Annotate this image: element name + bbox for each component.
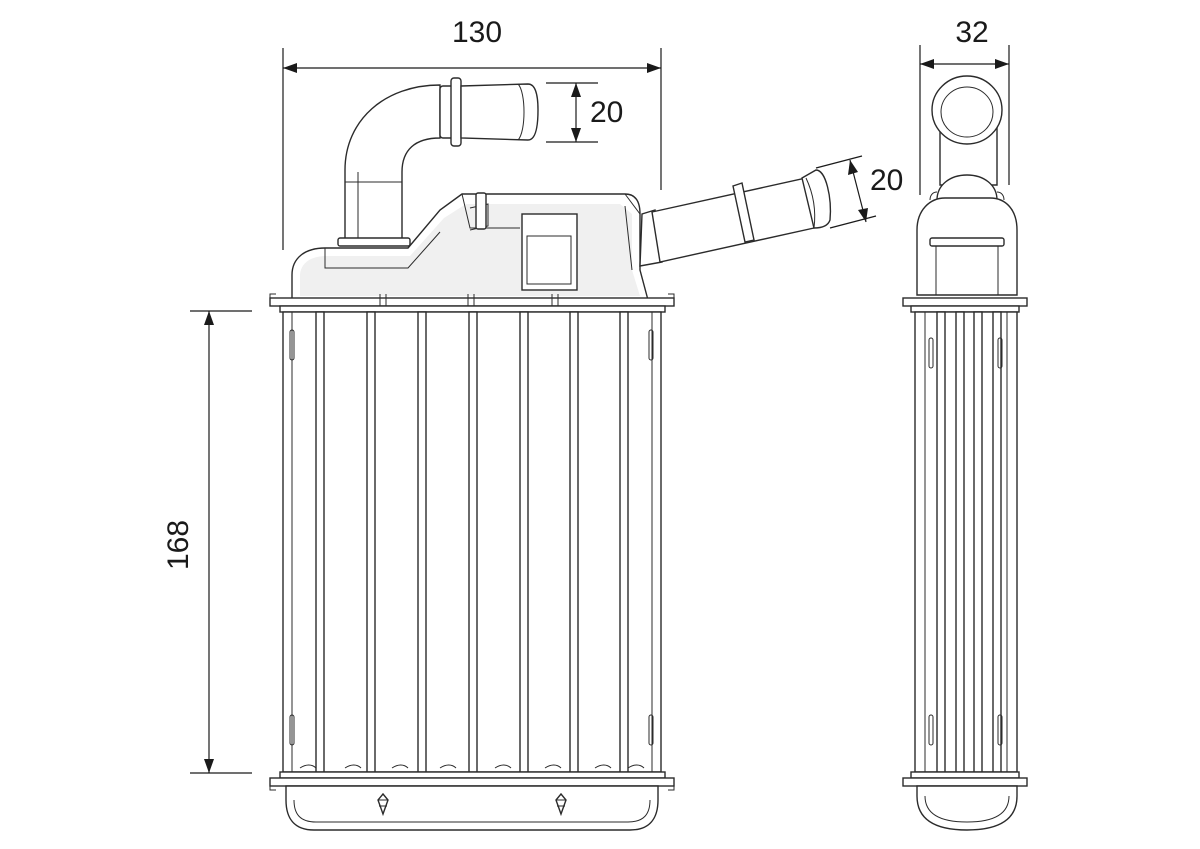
inlet-pipe	[337, 77, 539, 247]
outlet-pipe	[639, 169, 832, 267]
dimension-width: 130	[282, 16, 662, 250]
dimension-height-label: 168	[162, 520, 195, 570]
dimension-depth: 32	[919, 16, 1010, 195]
dimension-pipe-side: 20	[815, 155, 903, 229]
side-top-flange	[902, 297, 1028, 313]
side-bottom-tank	[916, 785, 1018, 831]
side-header	[916, 197, 1018, 296]
front-view	[269, 77, 832, 831]
dimension-width-label: 130	[452, 16, 502, 49]
side-upper-pipe	[931, 75, 1003, 186]
dimension-pipe-top: 20	[546, 82, 623, 143]
header-tank	[291, 192, 649, 301]
side-view	[902, 75, 1028, 831]
core-body	[282, 311, 662, 773]
side-core	[914, 311, 1018, 773]
dimension-pipe-top-label: 20	[590, 96, 623, 129]
bottom-tank	[285, 785, 659, 831]
side-bottom-flange	[902, 771, 1028, 787]
dimension-pipe-side-label: 20	[870, 164, 903, 197]
dimension-depth-label: 32	[955, 16, 988, 49]
dimension-height: 168	[162, 310, 252, 774]
